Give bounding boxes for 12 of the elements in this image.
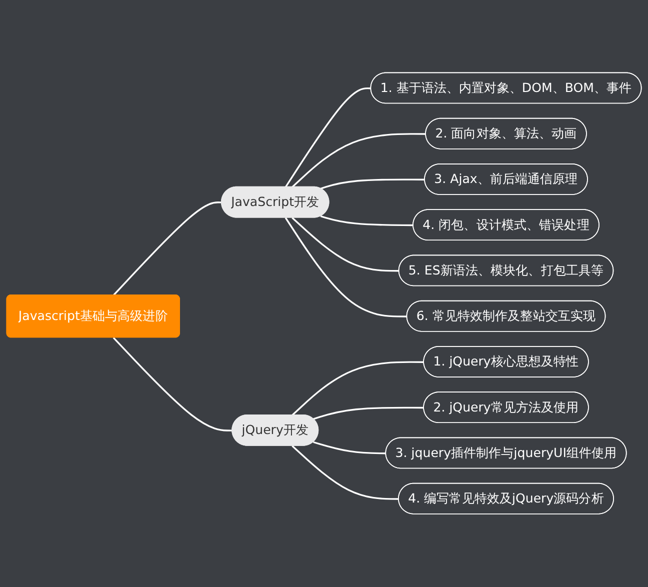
- connector: [284, 218, 408, 318]
- connector: [292, 445, 399, 500]
- connector: [284, 88, 372, 188]
- connector: [112, 202, 222, 296]
- connector: [292, 133, 426, 188]
- connector: [320, 178, 425, 190]
- connector: [292, 217, 400, 272]
- connector: [313, 442, 386, 454]
- connector: [320, 216, 414, 226]
- connector: [313, 407, 424, 420]
- connector: [292, 361, 424, 416]
- connector: [112, 337, 232, 432]
